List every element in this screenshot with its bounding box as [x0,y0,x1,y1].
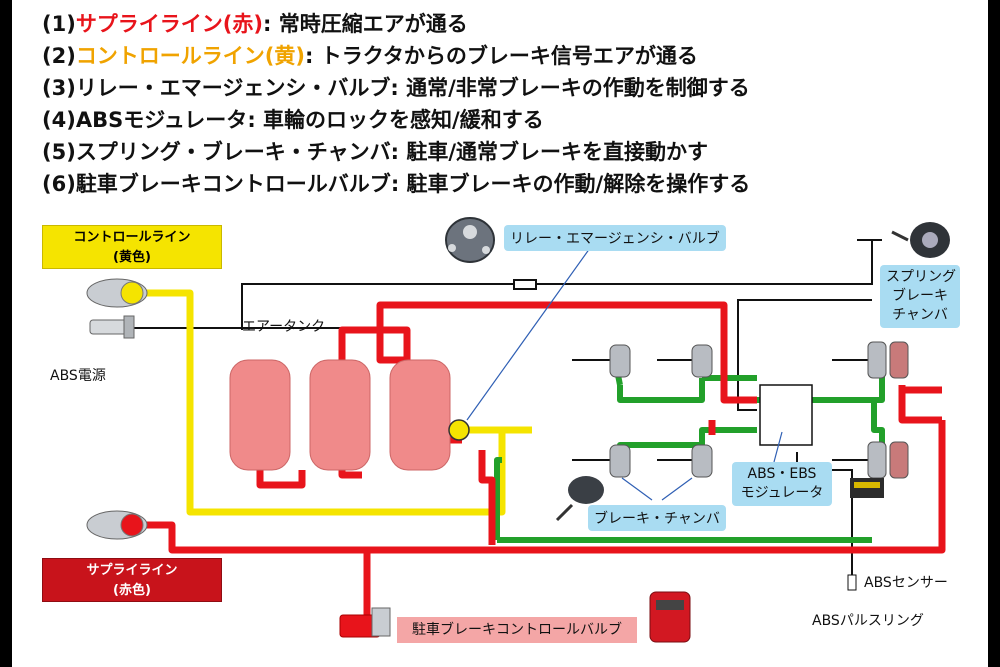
relay-emergency-valve [448,419,470,441]
legend-number: (3) [42,76,76,100]
parking-brake-valve-symbol [339,607,391,638]
legend-number: (4) [42,108,76,132]
legend-description: : 駐車/通常ブレーキを直接動かす [390,140,708,164]
air-tanks [229,359,451,471]
relay-valve-pointer [466,247,591,421]
air-brake-piping-diagram [86,217,950,643]
parking-brake-valve-label-box: 駐車ブレーキコントロールバルブ [397,617,637,643]
brake-chamber-front-left [572,344,631,378]
legend-item-abs-modulator: (4)ABSモジュレータ: 車輪のロックを感知/緩和する [42,104,750,136]
spring-chamber-line2: ブレーキ [892,288,948,304]
legend-description: : 駐車ブレーキの作動/解除を操作する [390,172,751,196]
diagram-canvas: (1)サプライライン(赤): 常時圧縮エアが通る (2)コントロールライン(黄)… [12,0,988,667]
abs-ebs-line2: モジュレータ [740,485,824,501]
legend-item-supply-line: (1)サプライライン(赤): 常時圧縮エアが通る [42,8,750,40]
air-tank-label: エアータンク [242,319,326,335]
legend-term: スプリング・ブレーキ・チャンバ [75,140,391,164]
legend-item-spring-chamber: (5)スプリング・ブレーキ・チャンバ: 駐車/通常ブレーキを直接動かす [42,136,750,168]
spring-chamber-photo-icon [891,222,950,258]
air-tank-1 [229,359,291,471]
supply-line-coupler-icon [86,510,148,540]
legend-term: コントロールライン(黄) [75,44,306,68]
supply-line-label: サプライライン [86,563,178,578]
legend-description: : 通常/非常ブレーキの作動を制御する [390,76,750,100]
legend-item-relay-valve: (3)リレー・エマージェンシ・バルブ: 通常/非常ブレーキの作動を制御する [42,72,750,104]
legend-item-control-line: (2)コントロールライン(黄): トラクタからのブレーキ信号エアが通る [42,40,750,72]
parking-valve-photo-icon [649,591,691,643]
legend-term: ABSモジュレータ [75,108,248,132]
abs-pulse-ring-label: ABSパルスリング [812,613,924,629]
legend-term: リレー・エマージェンシ・バルブ [75,76,391,100]
legend-number: (5) [42,140,76,164]
supply-line-color: (赤色) [113,583,151,598]
legend-term: 駐車ブレーキコントロールバルブ [75,172,391,196]
brake-chamber-front-right [657,344,713,378]
spring-brake-chambers [832,222,950,479]
legend-term: サプライライン(赤) [75,12,264,36]
modulator-pointer [773,431,783,463]
abs-ebs-line1: ABS・EBS [747,466,817,482]
brake-chamber-callout: ブレーキ・チャンバ [588,505,726,531]
spring-chamber-line1: スプリング [886,269,956,285]
legend: (1)サプライライン(赤): 常時圧縮エアが通る (2)コントロールライン(黄)… [42,8,750,200]
abs-power-label: ABS電源 [50,368,106,384]
spring-brake-chamber-upper [832,341,909,379]
brake-chambers [555,344,713,522]
control-line-label-box: コントロールライン (黄色) [42,225,222,269]
supply-line-pipe [142,301,946,629]
control-line-pipe [142,289,532,516]
relay-valve-callout: リレー・エマージェンシ・バルブ [504,225,726,251]
air-tank-3 [389,359,451,471]
legend-number: (6) [42,172,76,196]
abs-ebs-modulator-callout: ABS・EBS モジュレータ [732,462,832,506]
relay-valve-photo-icon [445,217,495,263]
legend-number: (2) [42,44,76,68]
legend-description: : トラクタからのブレーキ信号エアが通る [305,44,698,68]
legend-description: : 車輪のロックを感知/緩和する [247,108,544,132]
brake-chamber-rear-right [657,444,713,478]
legend-description: : 常時圧縮エアが通る [263,12,468,36]
brake-chamber-rear-left [572,444,631,478]
control-line-coupler-icon [86,278,148,308]
legend-number: (1) [42,12,76,36]
abs-sensor-symbol [847,563,857,591]
air-tank-2 [309,359,371,471]
spring-brake-chamber-callout: スプリング ブレーキ チャンバ [880,265,960,328]
abs-ebs-modulator-box [759,384,813,446]
legend-item-parking-valve: (6)駐車ブレーキコントロールバルブ: 駐車ブレーキの作動/解除を操作する [42,168,750,200]
abs-sensor-label: ABSセンサー [864,575,948,591]
brake-chamber-pointers [621,477,693,501]
abs-modulator-photo-icon [850,478,884,498]
spring-chamber-line3: チャンバ [892,307,948,323]
control-line-color: (黄色) [113,250,151,265]
control-line-label: コントロールライン [73,230,191,245]
spring-brake-chamber-lower [832,441,909,479]
brake-chamber-photo-icon [555,476,604,522]
supply-line-label-box: サプライライン (赤色) [42,558,222,602]
abs-power-connector-icon [89,315,135,339]
